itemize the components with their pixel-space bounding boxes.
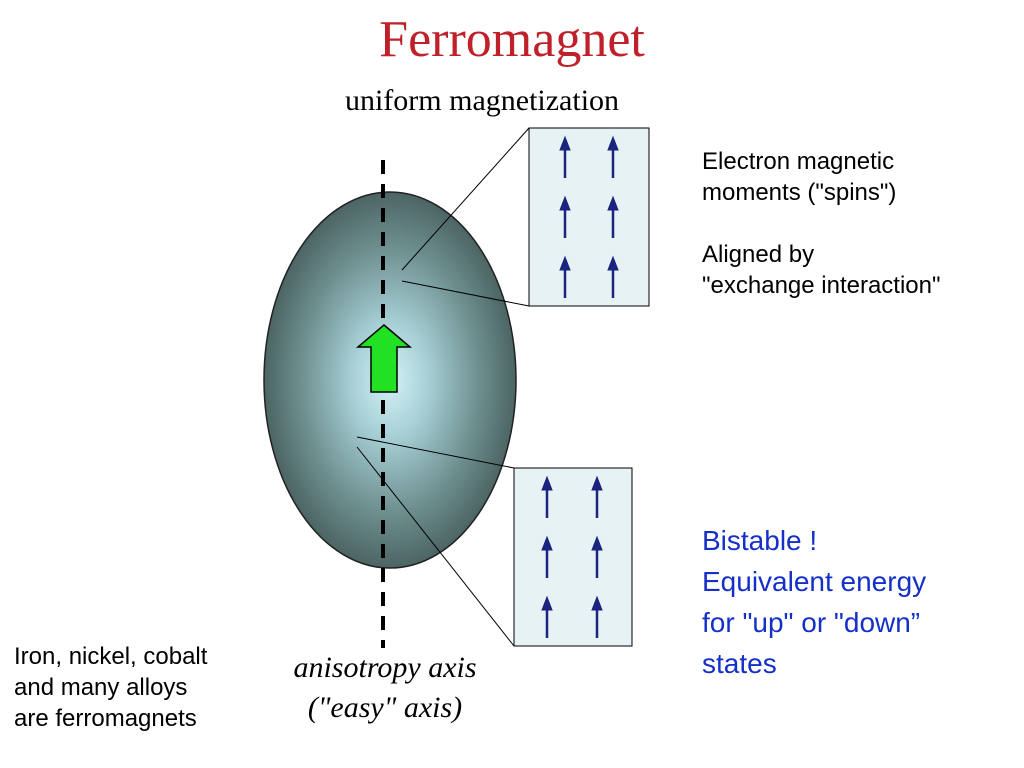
blue-up-arrow-icon	[541, 475, 553, 518]
spin-arrows-upper	[559, 135, 619, 298]
bistable-note-line: Equivalent energy	[702, 566, 927, 597]
blue-up-arrow-icon	[591, 475, 603, 518]
spins-note-line: "exchange interaction"	[702, 272, 941, 299]
green-up-arrow-icon	[355, 324, 413, 393]
blue-up-arrow-icon	[559, 135, 571, 178]
zoom-line-top-lower	[401, 280, 530, 307]
spin-arrows-lower	[541, 475, 603, 638]
blue-up-arrow-icon	[541, 535, 553, 578]
blue-up-arrow-icon	[607, 135, 619, 178]
spin-inset-upper	[528, 127, 650, 307]
blue-up-arrow-icon	[559, 255, 571, 298]
zoom-line-top-upper	[401, 127, 530, 271]
axis-label-line: ("easy" axis)	[307, 691, 463, 724]
blue-up-arrow-icon	[607, 255, 619, 298]
materials-note-line: and many alloys	[14, 674, 188, 701]
materials-note-line: are ferromagnets	[14, 705, 197, 732]
blue-up-arrow-icon	[591, 595, 603, 638]
materials-note: Iron, nickel, cobalt and many alloys are…	[14, 641, 207, 734]
bistable-note: Bistable ! Equivalent energy for "up" or…	[702, 520, 926, 684]
spins-note: Electron magnetic moments ("spins") Alig…	[702, 146, 941, 301]
zoom-line-bottom-upper	[356, 436, 515, 469]
spins-note-line: moments ("spins")	[702, 179, 897, 206]
blue-up-arrow-icon	[591, 535, 603, 578]
materials-note-line: Iron, nickel, cobalt	[14, 643, 208, 670]
blue-up-arrow-icon	[559, 195, 571, 238]
bistable-note-line: states	[702, 648, 777, 679]
bistable-note-line: Bistable !	[702, 525, 818, 556]
blue-up-arrow-icon	[607, 195, 619, 238]
spins-note-line: Aligned by	[702, 241, 815, 268]
anisotropy-axis-label: anisotropy axis ("easy" axis)	[270, 648, 500, 728]
bistable-note-line: for "up" or "down”	[702, 607, 921, 638]
blue-up-arrow-icon	[541, 595, 553, 638]
page-title: Ferromagnet	[379, 11, 645, 68]
spin-inset-lower	[513, 467, 633, 647]
page-subtitle: uniform magnetization	[344, 84, 620, 117]
spins-note-line: Electron magnetic	[702, 148, 895, 175]
zoom-line-bottom-lower	[356, 446, 515, 647]
axis-label-line: anisotropy axis	[293, 651, 477, 684]
